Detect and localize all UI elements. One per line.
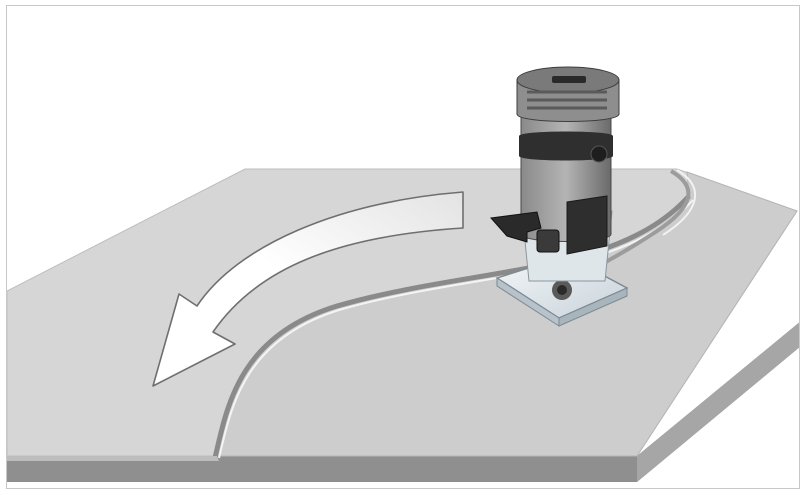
board-right-edge [637, 322, 799, 482]
router-illustration [7, 66, 799, 482]
router-clamp-lever [489, 211, 542, 243]
trim-router-icon [489, 66, 629, 327]
routed-groove-edge [212, 194, 691, 459]
feed-direction-arrow-icon [152, 191, 464, 387]
board-front-edge [7, 322, 799, 482]
illustration-frame [6, 5, 800, 489]
